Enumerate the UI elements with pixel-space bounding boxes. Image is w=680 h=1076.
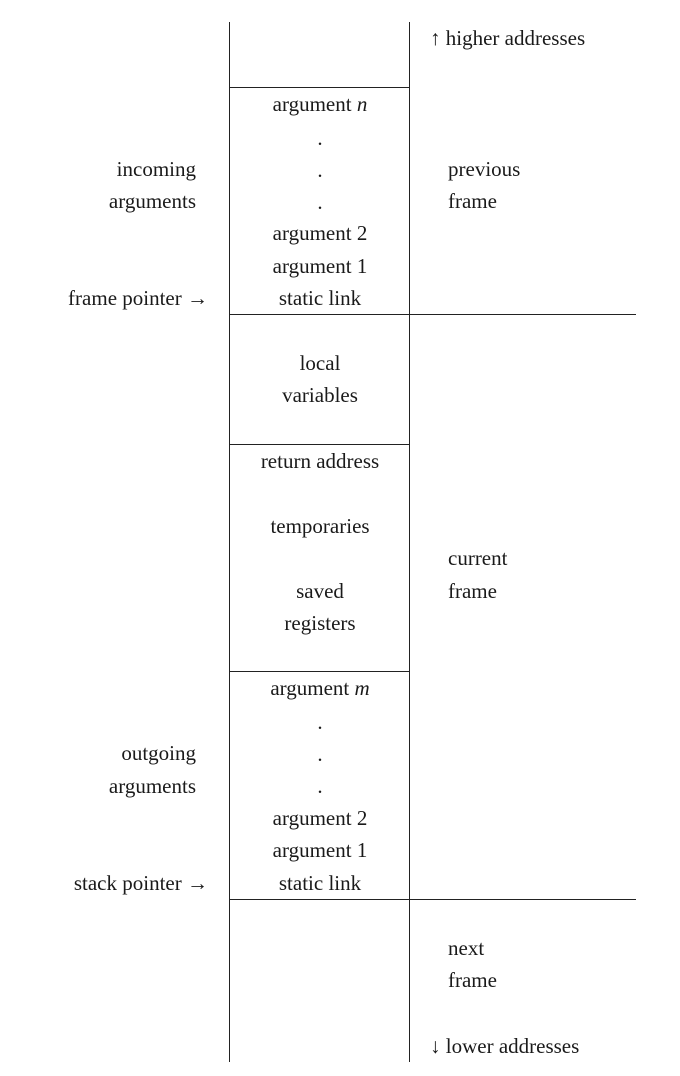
divider-frame-pointer — [229, 314, 636, 316]
lower-addresses-label: ↓ lower addresses — [430, 1034, 580, 1058]
incoming-argument-n: argument n — [230, 88, 410, 120]
argument-m-prefix: argument — [270, 676, 355, 700]
argument-m-var: m — [354, 676, 370, 700]
locals-line2: variables — [282, 383, 358, 407]
divider-locals — [229, 444, 410, 446]
return-address: return address — [260, 449, 380, 473]
incoming-dot-2: . — [317, 158, 323, 182]
argument-n-var: n — [356, 92, 368, 116]
divider-saved — [229, 671, 410, 673]
incoming-label-line1: incoming — [116, 157, 196, 181]
stack-pointer-label: stack pointer → — [73, 871, 208, 895]
outgoing-argument-1: argument 1 — [272, 838, 368, 862]
outgoing-argument-2: argument 2 — [272, 806, 368, 830]
outgoing-dot-2: . — [317, 742, 323, 766]
incoming-static-link: static link — [278, 286, 362, 310]
stack-left-border — [229, 22, 231, 1062]
incoming-dot-1: . — [317, 126, 323, 150]
outgoing-argument-m: argument m — [230, 672, 410, 704]
locals-line1: local — [299, 351, 341, 375]
divider-stack-pointer — [229, 899, 636, 901]
outgoing-label-line2: arguments — [108, 774, 196, 798]
next-frame-line2: frame — [448, 968, 497, 992]
temporaries: temporaries — [270, 514, 370, 538]
outgoing-label-line1: outgoing — [121, 741, 196, 765]
incoming-argument-1: argument 1 — [272, 254, 368, 278]
outgoing-dot-3: . — [317, 774, 323, 798]
current-frame-line2: frame — [448, 579, 497, 603]
argument-n-prefix: argument — [272, 92, 357, 116]
stack-right-border — [409, 22, 411, 1062]
saved-registers-line2: registers — [284, 611, 356, 635]
current-frame-line1: current — [448, 546, 508, 570]
incoming-label-line2: arguments — [108, 189, 196, 213]
divider-top-incoming — [229, 87, 410, 89]
frame-pointer-label: frame pointer → — [68, 286, 208, 310]
outgoing-static-link: static link — [278, 871, 362, 895]
next-frame-line1: next — [448, 936, 485, 960]
incoming-dot-3: . — [317, 190, 323, 214]
outgoing-dot-1: . — [317, 710, 323, 734]
previous-frame-line2: frame — [448, 189, 497, 213]
previous-frame-line1: previous — [448, 157, 521, 181]
incoming-argument-2: argument 2 — [272, 221, 368, 245]
higher-addresses-label: ↑ higher addresses — [430, 26, 586, 50]
saved-registers-line1: saved — [296, 579, 344, 603]
